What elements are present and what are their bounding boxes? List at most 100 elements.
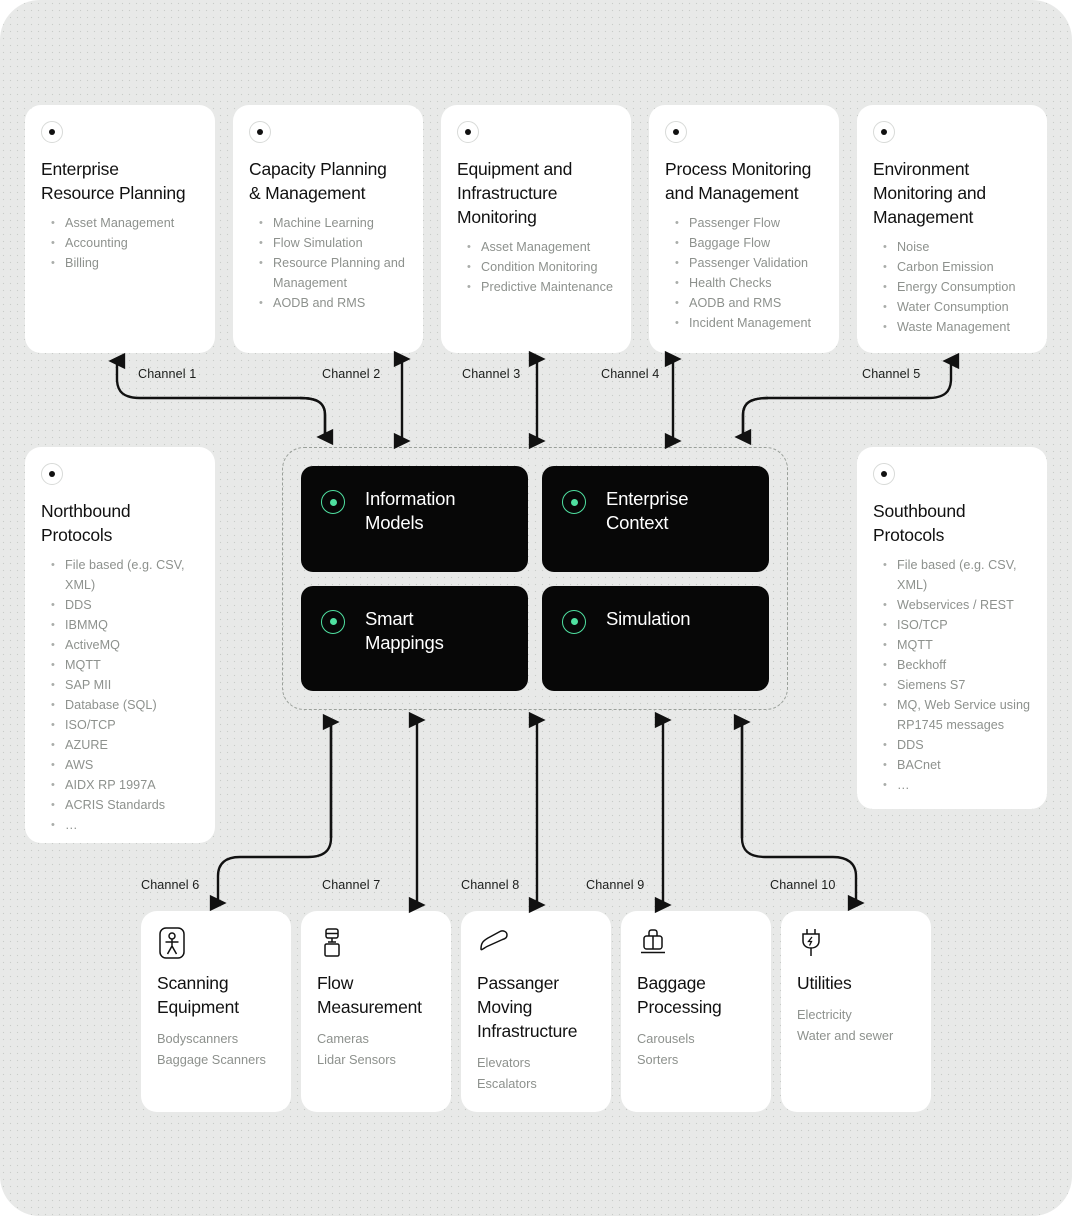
status-dot-icon (321, 609, 345, 634)
list-item: MQ, Web Service using RP1745 messages (883, 695, 1031, 735)
detail-line: Electricity (797, 1007, 852, 1022)
dot-badge-icon (873, 463, 895, 485)
list-item: ISO/TCP (51, 715, 199, 735)
card-capacity-planning-management[interactable]: Capacity Planning & Management Machine L… (233, 105, 423, 353)
card-title: Northbound Protocols (41, 501, 131, 545)
list-item: File based (e.g. CSV, XML) (51, 555, 199, 595)
tile-label: Enterprise Context (606, 488, 689, 533)
card-title: Baggage Processing (637, 973, 722, 1017)
list-item: Predictive Maintenance (467, 277, 615, 297)
card-process-monitoring-management[interactable]: Process Monitoring and Management Passen… (649, 105, 839, 353)
power-plug-icon (797, 927, 915, 961)
tile-smart-mappings[interactable]: Smart Mappings (301, 585, 528, 691)
channel-label-7: Channel 7 (322, 878, 381, 892)
card-flow-measurement[interactable]: Flow Measurement Cameras Lidar Sensors (301, 911, 451, 1112)
list-item: Passenger Validation (675, 253, 823, 273)
card-item-list: Asset Management Accounting Billing (51, 213, 199, 273)
card-item-list: Machine Learning Flow Simulation Resourc… (259, 213, 407, 313)
tile-enterprise-context[interactable]: Enterprise Context (542, 466, 769, 572)
card-scanning-equipment[interactable]: Scanning Equipment Bodyscanners Baggage … (141, 911, 291, 1112)
channel-label-3: Channel 3 (462, 367, 521, 381)
detail-line: Elevators (477, 1055, 531, 1070)
list-item: … (883, 775, 1031, 795)
status-dot-icon (562, 490, 586, 514)
list-item: Accounting (51, 233, 199, 253)
list-item: Waste Management (883, 317, 1031, 337)
list-item: BACnet (883, 755, 1031, 775)
card-passanger-moving-infrastructure[interactable]: Passanger Moving Infrastructure Elevator… (461, 911, 611, 1112)
card-southbound-protocols[interactable]: Southbound Protocols File based (e.g. CS… (857, 447, 1047, 809)
tile-simulation[interactable]: Simulation (542, 585, 769, 691)
list-item: Water Consumption (883, 297, 1031, 317)
list-item: Energy Consumption (883, 277, 1031, 297)
platform-container: Information Models Enterprise Context Sm… (282, 447, 788, 710)
list-item: Webservices / REST (883, 595, 1031, 615)
card-environment-monitoring-management[interactable]: Environment Monitoring and Management No… (857, 105, 1047, 353)
list-item: Asset Management (467, 237, 615, 257)
list-item: Passenger Flow (675, 213, 823, 233)
tile-label: Smart Mappings (365, 607, 444, 653)
list-item: DDS (883, 735, 1031, 755)
status-dot-icon (562, 609, 586, 634)
card-title: Enterprise Resource Planning (41, 159, 186, 203)
escalator-icon (477, 927, 595, 961)
channel-label-4: Channel 4 (601, 367, 660, 381)
bodyscanner-icon (157, 927, 275, 961)
list-item: Incident Management (675, 313, 823, 333)
dot-badge-icon (665, 121, 687, 143)
list-item: Siemens S7 (883, 675, 1031, 695)
detail-line: Carousels (637, 1031, 695, 1046)
card-northbound-protocols[interactable]: Northbound Protocols File based (e.g. CS… (25, 447, 215, 843)
list-item: Asset Management (51, 213, 199, 233)
card-enterprise-resource-planning[interactable]: Enterprise Resource Planning Asset Manag… (25, 105, 215, 353)
card-baggage-processing[interactable]: Baggage Processing Carousels Sorters (621, 911, 771, 1112)
list-item: Carbon Emission (883, 257, 1031, 277)
list-item: Resource Planning and Management (259, 253, 407, 293)
list-item: SAP MII (51, 675, 199, 695)
list-item: AZURE (51, 735, 199, 755)
list-item: Health Checks (675, 273, 823, 293)
channel-label-8: Channel 8 (461, 878, 520, 892)
list-item: ACRIS Standards (51, 795, 199, 815)
tile-label: Information Models (365, 488, 456, 533)
card-title: Environment Monitoring and Management (873, 159, 986, 227)
list-item: IBMMQ (51, 615, 199, 635)
list-item: DDS (51, 595, 199, 615)
tile-label: Simulation (606, 607, 691, 629)
channel-label-10: Channel 10 (770, 878, 836, 892)
list-item: AIDX RP 1997A (51, 775, 199, 795)
channel-label-1: Channel 1 (138, 367, 197, 381)
dot-badge-icon (41, 121, 63, 143)
camera-sensor-icon (317, 927, 435, 961)
channel-label-5: Channel 5 (862, 367, 921, 381)
card-item-list: File based (e.g. CSV, XML) DDS IBMMQ Act… (51, 555, 199, 835)
list-item: Billing (51, 253, 199, 273)
detail-line: Cameras (317, 1031, 369, 1046)
list-item: Flow Simulation (259, 233, 407, 253)
tile-information-models[interactable]: Information Models (301, 466, 528, 572)
detail-line: Bodyscanners (157, 1031, 239, 1046)
detail-line: Baggage Scanners (157, 1052, 266, 1067)
list-item: ISO/TCP (883, 615, 1031, 635)
card-item-list: File based (e.g. CSV, XML) Webservices /… (883, 555, 1031, 795)
card-title: Process Monitoring and Management (665, 159, 812, 203)
card-utilities[interactable]: Utilities Electricity Water and sewer (781, 911, 931, 1112)
list-item: Database (SQL) (51, 695, 199, 715)
card-title: Utilities (797, 973, 852, 993)
card-equipment-infrastructure-monitoring[interactable]: Equipment and Infrastructure Monitoring … (441, 105, 631, 353)
list-item: AODB and RMS (675, 293, 823, 313)
card-title: Scanning Equipment (157, 973, 239, 1017)
list-item: AODB and RMS (259, 293, 407, 313)
detail-line: Water and sewer (797, 1028, 894, 1043)
dot-badge-icon (457, 121, 479, 143)
list-item: Condition Monitoring (467, 257, 615, 277)
dot-badge-icon (41, 463, 63, 485)
card-title: Passanger Moving Infrastructure (477, 973, 578, 1041)
card-title: Equipment and Infrastructure Monitoring (457, 159, 573, 227)
detail-line: Sorters (637, 1052, 679, 1067)
list-item: ActiveMQ (51, 635, 199, 655)
list-item: Noise (883, 237, 1031, 257)
list-item: File based (e.g. CSV, XML) (883, 555, 1031, 595)
dot-badge-icon (249, 121, 271, 143)
